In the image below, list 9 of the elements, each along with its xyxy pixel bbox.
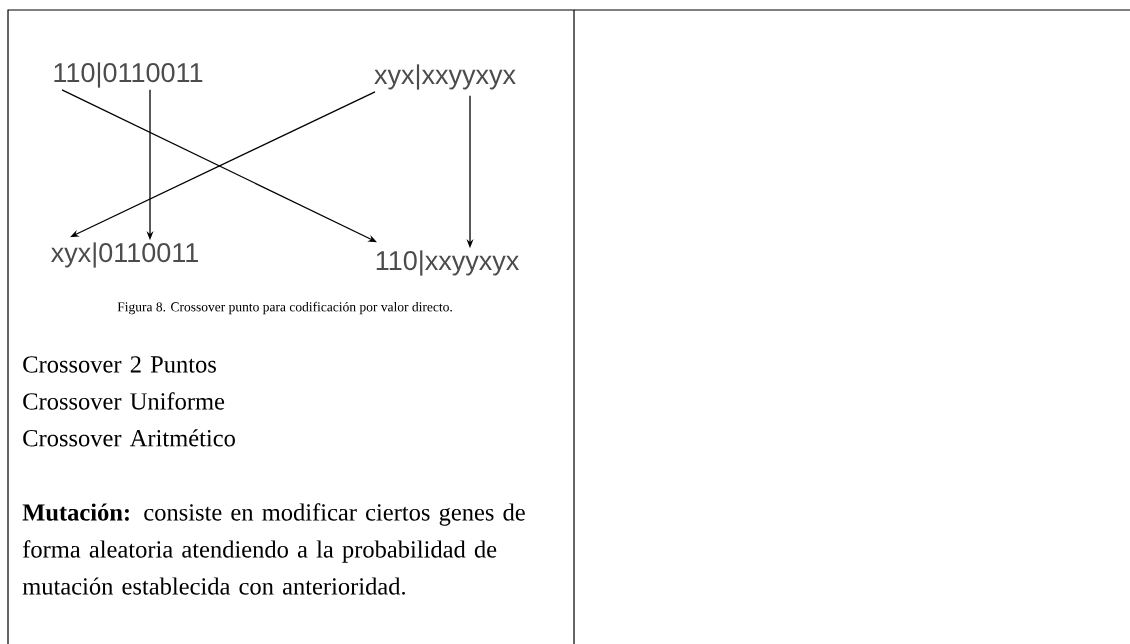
- bit-string: 110|0110011: [54, 62, 203, 88]
- list-item: Crossover Aritmético: [23, 429, 235, 447]
- list-item: Crossover 2 Puntos: [23, 356, 216, 373]
- bit-string: xyx|0110011: [51, 242, 198, 268]
- bit-string: 110|xxyyxyx: [376, 250, 519, 276]
- bit-string: xyx|xxyyxyx: [374, 64, 516, 90]
- figure-caption: Figura 8. Crossover punto para codificación por valor directo.: [117, 301, 452, 315]
- paragraph: Mutación: consiste en modificar ciertos genes de forma aleatoria atendiendo a la probabilidad de mutación establecida con anterioridad.: [22, 503, 525, 595]
- list-item: Crossover Uniforme: [23, 392, 225, 410]
